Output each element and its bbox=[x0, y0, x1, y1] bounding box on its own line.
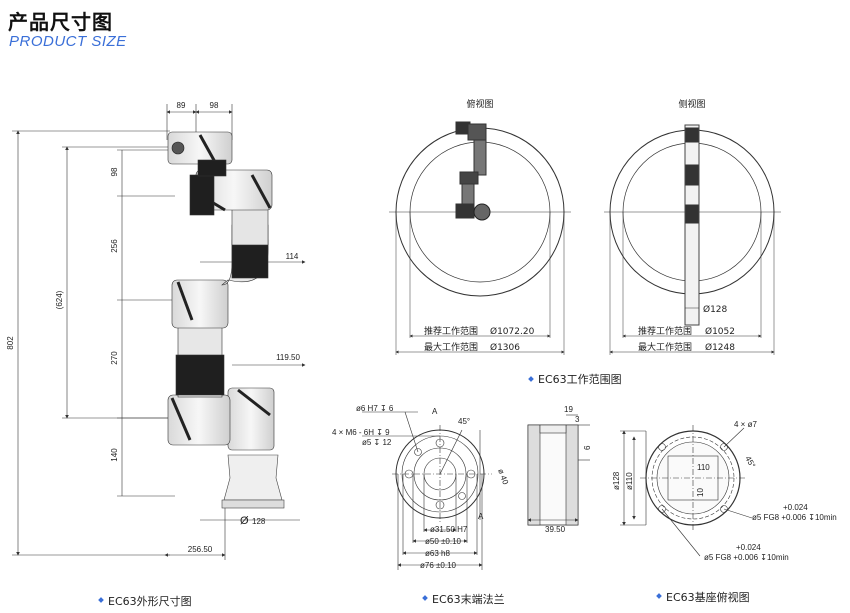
flange-hole2-a: 4 × M6 - 6H ↧ 9 bbox=[332, 428, 390, 437]
base-d1: ø128 bbox=[612, 471, 621, 490]
top-view-diagram bbox=[389, 121, 571, 355]
dim-reach: (624) bbox=[55, 290, 64, 309]
flange-sec-w2: 3 bbox=[575, 415, 580, 424]
base-top-diagram bbox=[620, 425, 753, 557]
flange-hole1: ø6 H7 ↧ 6 bbox=[356, 404, 394, 413]
side-view-recommended-label: 推荐工作范围 bbox=[638, 325, 692, 337]
base-tol1-b: ø5 FG8 +0.006 ↧10min bbox=[752, 513, 837, 522]
base-caption: EC63基座俯视图 bbox=[666, 590, 750, 604]
base-angle: 45° bbox=[743, 455, 757, 470]
dim-total-height: 802 bbox=[6, 336, 15, 350]
flange-section-a-top: A bbox=[432, 407, 438, 416]
top-view-title: 俯视图 bbox=[466, 98, 493, 110]
top-view-max-label: 最大工作范围 bbox=[424, 341, 478, 353]
base-tol1-a: +0.024 bbox=[783, 503, 808, 512]
dim-offset2: 119.50 bbox=[276, 353, 300, 362]
base-d2: ø110 bbox=[625, 472, 634, 490]
flange-section-a-bottom: A bbox=[478, 512, 484, 521]
base-tol2-b: ø5 FG8 +0.006 ↧10min bbox=[704, 553, 789, 562]
top-view-recommended-value: Ø1072.20 bbox=[490, 326, 535, 337]
flange-angle: 45° bbox=[458, 417, 470, 426]
top-view-max-value: Ø1306 bbox=[490, 342, 520, 353]
dim-base-dia: 128 bbox=[252, 517, 266, 526]
flange-caption-bullet bbox=[422, 595, 428, 601]
dim-seg2: 256 bbox=[110, 239, 119, 253]
arm-caption-bullet bbox=[98, 597, 104, 603]
flange-sec-len: 39.50 bbox=[545, 525, 566, 534]
side-view-diagram bbox=[604, 124, 781, 355]
dim-top-b: 98 bbox=[210, 101, 219, 110]
flange-d3: ø63 h8 bbox=[425, 549, 450, 558]
dim-offset1: 114 bbox=[286, 252, 299, 261]
side-view-max-value: Ø1248 bbox=[705, 342, 735, 353]
flange-hole2-b: ø5 ↧ 12 bbox=[362, 438, 392, 447]
dim-top-a: 89 bbox=[177, 101, 186, 110]
base-inner1: 110 bbox=[697, 463, 710, 472]
dim-seg3: 270 bbox=[110, 351, 119, 365]
base-inner2: 10 bbox=[696, 488, 705, 497]
flange-d1: ø31.50 H7 bbox=[430, 525, 468, 534]
dim-seg1: 98 bbox=[110, 167, 119, 176]
side-view-recommended-value: Ø1052 bbox=[705, 326, 735, 337]
flange-pcd: ø 40 bbox=[496, 468, 510, 487]
range-caption: EC63工作范围图 bbox=[538, 372, 622, 386]
flange-d2: ø50 ±0.10 bbox=[425, 537, 462, 546]
page-title: 产品尺寸图 bbox=[8, 12, 113, 34]
end-flange-diagram bbox=[362, 411, 590, 570]
side-view-base-dia: Ø128 bbox=[703, 304, 728, 315]
dim-base-len: 256.50 bbox=[188, 545, 213, 554]
base-holes: 4 × ø7 bbox=[734, 420, 757, 429]
top-view-recommended-label: 推荐工作范围 bbox=[424, 325, 478, 337]
arm-caption: EC63外形尺寸图 bbox=[108, 594, 192, 608]
page-subtitle: PRODUCT SIZE bbox=[9, 33, 127, 50]
dim-seg4: 140 bbox=[110, 448, 119, 462]
dim-base-dia-symbol: Ø bbox=[240, 515, 249, 527]
flange-sec-w1: 19 bbox=[564, 405, 573, 414]
side-view-title: 侧视图 bbox=[678, 98, 705, 110]
base-tol2-a: +0.024 bbox=[736, 543, 761, 552]
flange-d4: ø76 ±0.10 bbox=[420, 561, 457, 570]
arm-side-view bbox=[12, 104, 306, 560]
base-caption-bullet bbox=[656, 593, 662, 599]
flange-sec-h: 6 bbox=[583, 445, 592, 450]
range-caption-bullet bbox=[528, 376, 534, 382]
side-view-max-label: 最大工作范围 bbox=[638, 341, 692, 353]
flange-caption: EC63末端法兰 bbox=[432, 592, 505, 606]
